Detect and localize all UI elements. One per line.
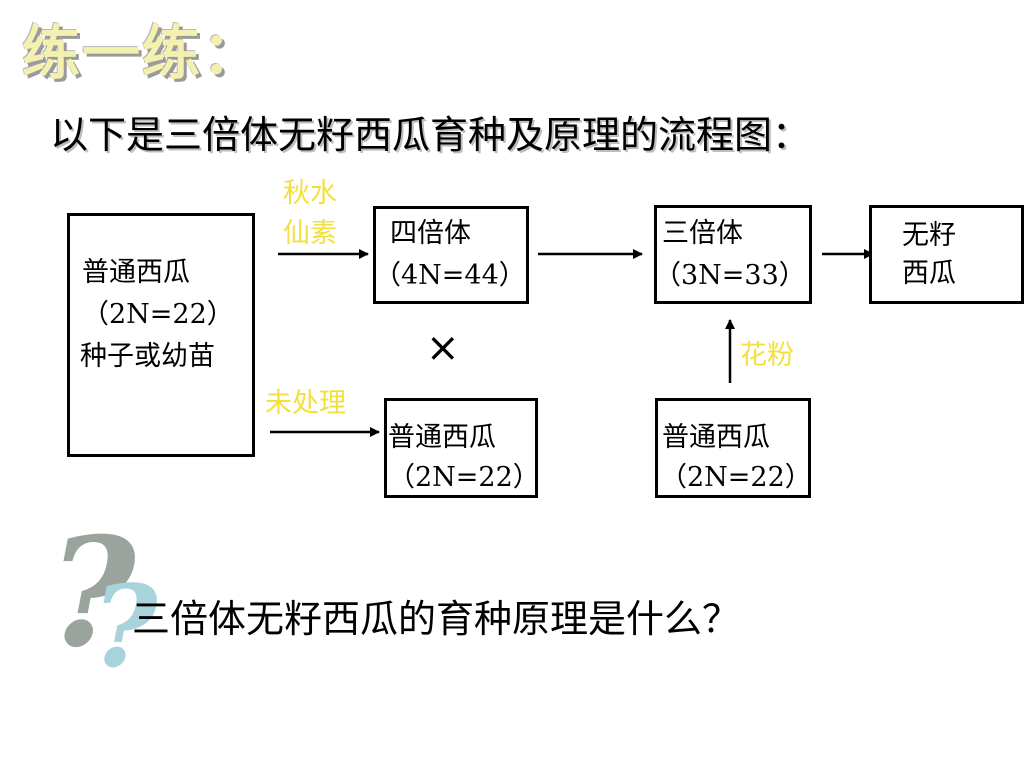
- node-triploid-line1: 三倍体: [662, 218, 743, 249]
- node-normal-female-line1: 普通西瓜: [388, 422, 496, 453]
- intro-text: 以下是三倍体无籽西瓜育种及原理的流程图：: [50, 113, 811, 157]
- exercise-heading: 练一练：: [22, 19, 263, 87]
- node-seedless-line1: 无籽: [902, 220, 956, 251]
- node-tetraploid-line1: 四倍体: [390, 218, 471, 249]
- question-mark-icon: ?: [92, 562, 158, 693]
- label-colchicine-line2: 仙素: [283, 218, 337, 249]
- label-colchicine-line1: 秋水: [283, 178, 337, 209]
- node-seed-line1: 普通西瓜: [82, 257, 190, 288]
- node-tetraploid: [373, 206, 529, 304]
- node-seed-line3: 种子或幼苗: [80, 341, 215, 372]
- question-text: 三倍体无籽西瓜的育种原理是什么？: [132, 597, 741, 641]
- node-triploid: [654, 205, 812, 304]
- label-pollen: 花粉: [740, 340, 794, 371]
- node-normal-female: [384, 398, 538, 498]
- cross-symbol: ×: [426, 325, 460, 371]
- node-normal-female-line2: （2N=22）: [388, 462, 540, 493]
- node-normal-pollen-line1: 普通西瓜: [662, 422, 770, 453]
- node-seedless: [869, 205, 1024, 304]
- node-triploid-line2: （3N=33）: [654, 260, 806, 291]
- node-seed: [67, 213, 255, 457]
- node-normal-pollen: [655, 398, 811, 498]
- question-mark-icon: ?: [48, 505, 136, 681]
- node-seed-line2: （2N=22）: [82, 299, 234, 330]
- node-normal-pollen-line2: （2N=22）: [660, 462, 812, 493]
- label-untreated: 未处理: [265, 388, 346, 419]
- node-tetraploid-line2: （4N=44）: [374, 260, 526, 291]
- node-seedless-line2: 西瓜: [902, 258, 956, 289]
